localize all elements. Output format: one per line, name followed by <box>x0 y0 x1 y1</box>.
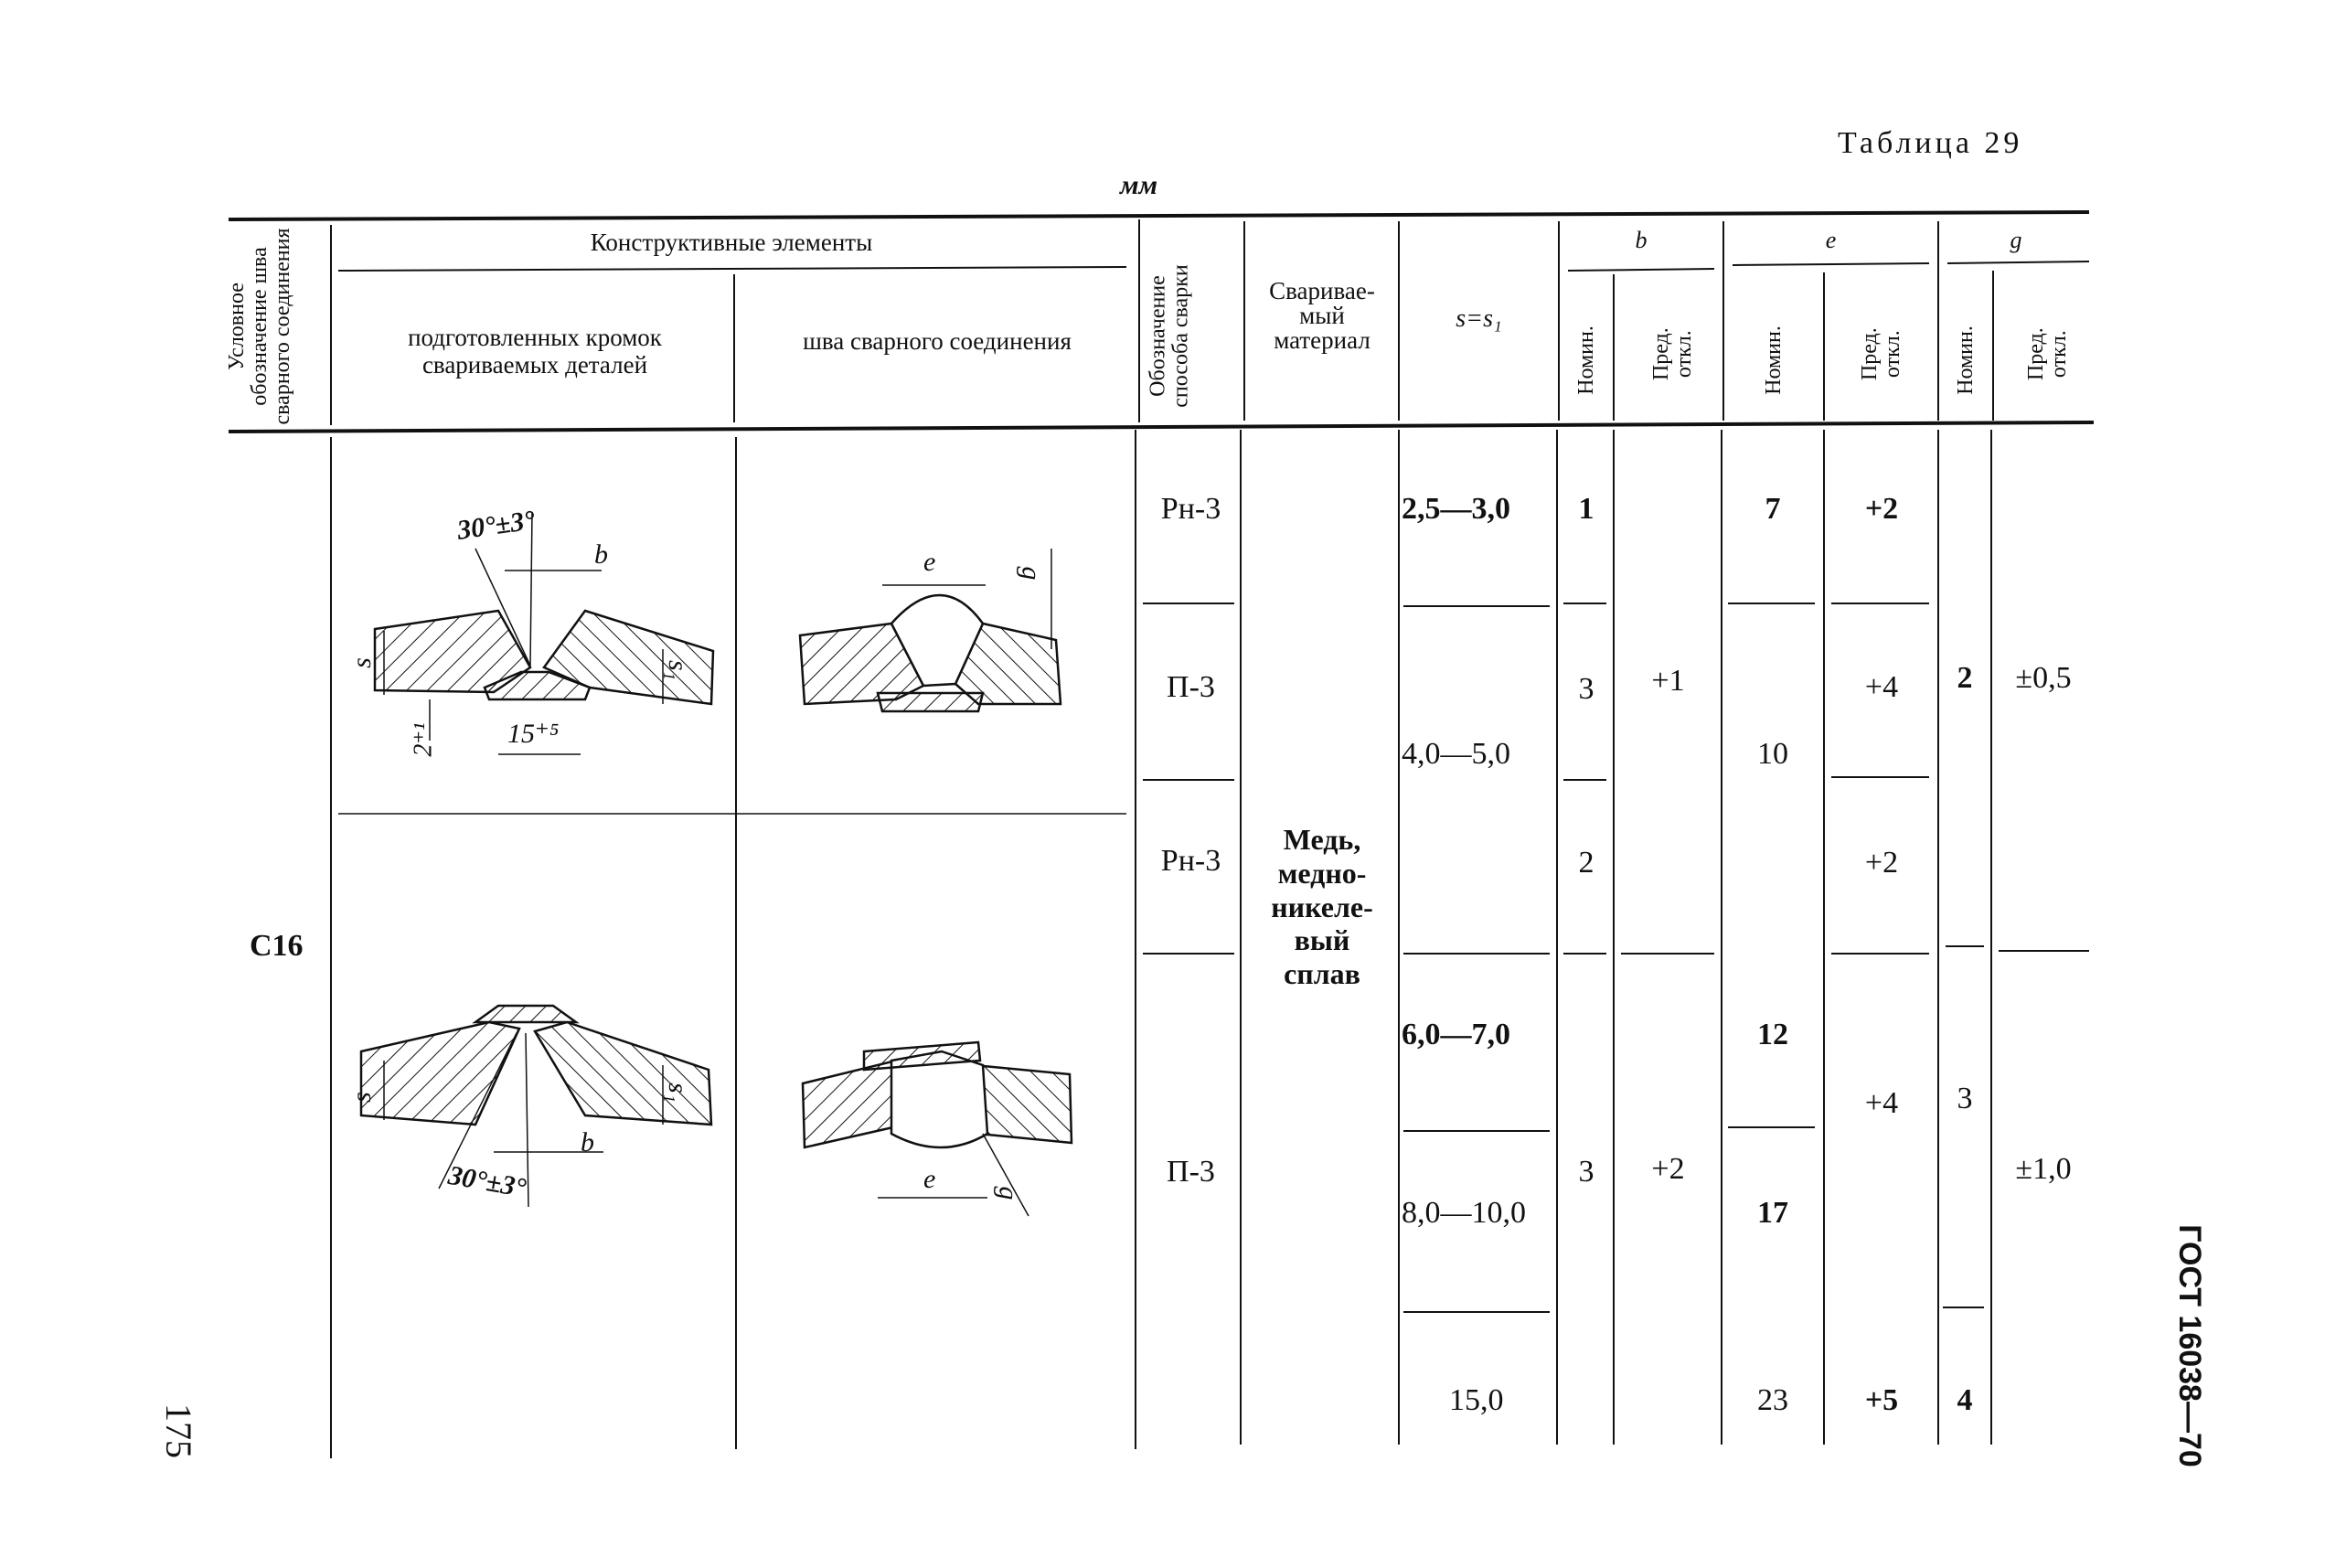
e-tol-cell: +2 <box>1864 846 1899 880</box>
e-tol-cell: +4 <box>1864 670 1899 704</box>
header-material: Сваривае- мый материал <box>1245 279 1399 353</box>
header-prepared-line1: подготовленных кромок <box>408 324 662 351</box>
row-material: Медь, медно- никеле- вый сплав <box>1245 823 1399 991</box>
drawing-prepared-edges-1 <box>373 511 715 755</box>
method-cell: П-3 <box>1167 670 1215 704</box>
header-g-nomin: Номин. <box>1954 325 1978 395</box>
standard-label: ГОСТ 16038—70 <box>2172 1224 2207 1467</box>
e-tol-cell: +5 <box>1864 1383 1899 1417</box>
header-b-tol-line2: откл. <box>1672 330 1696 379</box>
header-b-tol-line1: Пред. <box>1648 327 1673 381</box>
table-number: Таблица 29 <box>1838 126 2023 160</box>
dim-s-2: s <box>346 1092 377 1103</box>
header-g-tol-line1: Пред. <box>2023 327 2048 381</box>
g-tol-cell: ±1,0 <box>2015 1152 2072 1186</box>
drawing-weld-seam-2 <box>801 1040 1073 1217</box>
thickness-cell: 2,5—3,0 <box>1402 492 1510 526</box>
header-thickness: s=s₁ <box>1456 304 1502 333</box>
drawing-prepared-edges-2 <box>359 1004 713 1208</box>
material-line5: сплав <box>1284 957 1360 991</box>
header-g: g <box>2010 227 2022 253</box>
header-material-line3: материал <box>1274 326 1370 354</box>
header-method: Обозначение способа сварки <box>1146 264 1193 408</box>
header-g-tol: Пред. откл. <box>2023 308 2071 400</box>
dim-s1-2: s₁ <box>663 1082 694 1104</box>
dim-g-1: g <box>1016 566 1047 581</box>
thickness-cell: 8,0—10,0 <box>1402 1196 1526 1230</box>
b-tol-cell: +1 <box>1651 664 1685 698</box>
header-e-tol-line1: Пред. <box>1857 327 1882 381</box>
e-tol-cell: +2 <box>1864 492 1899 526</box>
b-tol-cell: +2 <box>1651 1152 1685 1186</box>
header-g-tol-line2: откл. <box>2047 330 2071 379</box>
material-line1: Медь, <box>1283 823 1361 856</box>
header-prepared-edges: подготовленных кромок свариваемых детале… <box>338 324 731 379</box>
g-nomin-cell: 3 <box>1957 1082 1973 1115</box>
page-number: 175 <box>158 1403 199 1458</box>
e-tol-cell: +4 <box>1864 1086 1899 1120</box>
header-weld-seam: шва сварного соединения <box>803 327 1072 355</box>
header-e-nomin: Номин. <box>1762 325 1786 395</box>
thickness-cell: 4,0—5,0 <box>1402 737 1510 771</box>
dim-s-1: s <box>346 657 377 668</box>
g-nomin-cell: 2 <box>1957 661 1973 695</box>
e-nomin-cell: 10 <box>1757 737 1788 771</box>
method-cell: Рн-3 <box>1160 844 1221 878</box>
header-designation: Условное обозначение шва сварного соедин… <box>225 228 295 425</box>
dim-b-2: b <box>581 1127 594 1157</box>
g-tol-cell: ±0,5 <box>2015 661 2072 695</box>
b-nomin-cell: 1 <box>1578 492 1594 526</box>
b-nomin-cell: 2 <box>1578 846 1594 880</box>
method-cell: Рн-3 <box>1160 492 1221 526</box>
dim-gap: 2⁺¹ <box>409 722 438 757</box>
g-nomin-cell: 4 <box>1957 1383 1973 1417</box>
material-line4: вый <box>1294 923 1350 957</box>
b-nomin-cell: 3 <box>1578 672 1594 706</box>
b-nomin-cell: 3 <box>1578 1155 1594 1189</box>
e-nomin-cell: 23 <box>1757 1383 1788 1417</box>
drawing-weld-seam-1 <box>798 549 1062 713</box>
header-e: e <box>1825 227 1837 253</box>
dim-s1-1: s₁ <box>663 659 694 681</box>
header-constructive: Конструктивные элементы <box>590 229 873 256</box>
e-nomin-cell: 12 <box>1757 1018 1788 1051</box>
method-cell: П-3 <box>1167 1155 1215 1189</box>
dim-b-1: b <box>594 539 608 570</box>
thickness-cell: 15,0 <box>1449 1383 1504 1417</box>
header-b-tol: Пред. откл. <box>1648 308 1696 400</box>
header-material-line1: Сваривае- <box>1269 277 1375 304</box>
row-designation: C16 <box>250 929 304 963</box>
header-prepared-line2: свариваемых деталей <box>421 350 648 379</box>
dim-e-2: e <box>923 1164 936 1194</box>
header-material-line2: мый <box>1299 302 1345 329</box>
material-line3: никеле- <box>1271 890 1373 923</box>
dim-overlap: 15⁺⁵ <box>507 719 560 749</box>
e-nomin-cell: 17 <box>1757 1196 1788 1230</box>
unit-label: мм <box>1120 170 1158 200</box>
header-b-nomin: Номин. <box>1574 325 1598 395</box>
header-e-tol: Пред. откл. <box>1857 308 1904 400</box>
dim-e-1: e <box>923 547 936 577</box>
e-nomin-cell: 7 <box>1765 492 1781 526</box>
thickness-cell: 6,0—7,0 <box>1402 1018 1510 1051</box>
dim-g-2: g <box>993 1186 1024 1200</box>
material-line2: медно- <box>1277 856 1367 890</box>
header-e-tol-line2: откл. <box>1881 330 1904 379</box>
header-b: b <box>1635 227 1648 253</box>
